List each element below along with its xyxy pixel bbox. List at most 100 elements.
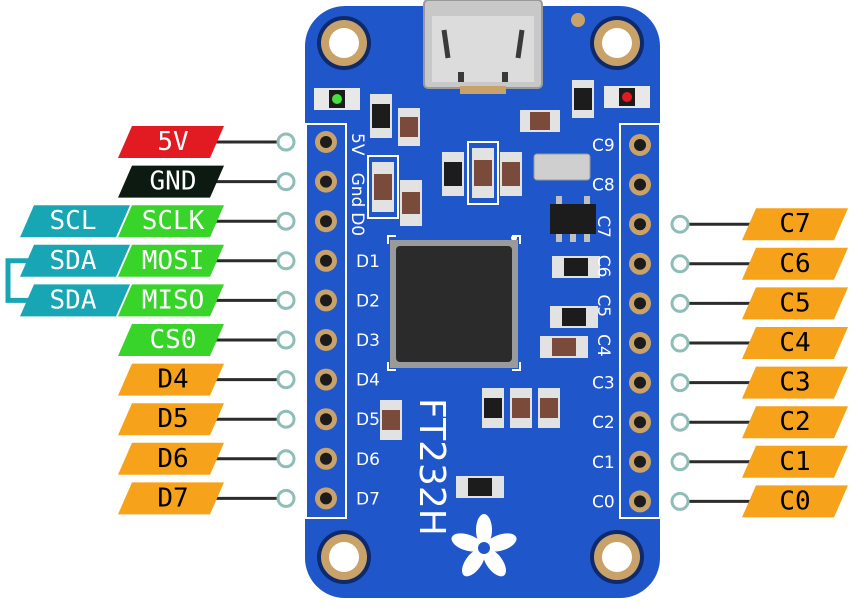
sda-bracket (5, 258, 30, 303)
pin-connector-circle (276, 251, 296, 271)
pin-connector-circle (276, 211, 296, 231)
mounting-hole-top-left (317, 16, 371, 70)
ft232h-chip (387, 235, 521, 371)
pin-connector-circle (276, 449, 296, 469)
pin-silk-label: D6 (356, 450, 380, 470)
pin-silk-label: D2 (356, 291, 380, 311)
header-pad-hole (320, 294, 332, 307)
header-pad-hole (634, 218, 646, 231)
pin-connector-circle (670, 254, 690, 274)
header-pad-hole (634, 455, 646, 468)
pin-label-c4 (742, 327, 848, 359)
pin-label-text: C7 (779, 209, 810, 239)
pcb-board: FT232H (305, 0, 661, 598)
pin-label-secondary-sda (20, 244, 130, 277)
smd-components (367, 80, 600, 498)
pin-connector-circle (276, 290, 296, 310)
pin-label-text: D6 (157, 444, 188, 474)
fiducial (571, 13, 585, 27)
pin-label-text: D5 (157, 404, 188, 434)
pin-silk-label: C9 (592, 136, 615, 156)
header-pad-hole (634, 337, 646, 349)
pin-silk-label: 5V (347, 133, 367, 156)
pin-connector-circle (670, 373, 690, 393)
header-pad-hole (320, 334, 332, 346)
pin-label-text: C5 (779, 288, 810, 318)
pin-silk-label: D0 (347, 212, 367, 236)
pin-label-text: C1 (779, 447, 810, 477)
left-header-outline (305, 123, 347, 519)
pin-label-secondary-text: SDA (50, 285, 97, 315)
header-pad-hole (320, 175, 332, 188)
header-pad-hole (320, 215, 332, 228)
red-led (604, 86, 650, 108)
pin-label-secondary-text: SDA (50, 246, 97, 276)
pin-label-d6 (118, 442, 224, 475)
pin-label-d7 (118, 482, 224, 515)
pin-connector-circle (670, 214, 690, 234)
pin-label-mosi (118, 244, 224, 277)
pins-layer: 5VGndD0D1D2D3D4D5D6D7C9C8C7C6C5C4C3C2C1C… (315, 131, 651, 513)
pin-silk-label: C7 (593, 215, 613, 238)
pin-label-text: 5V (157, 127, 188, 157)
pin-label-text: MOSI (142, 246, 205, 276)
pin-label-text: SCLK (142, 206, 205, 236)
pin-silk-label: C4 (593, 334, 613, 357)
header-pad-hole (634, 495, 646, 508)
pin-connector-circle (670, 333, 690, 353)
pin-label-c5 (742, 287, 848, 320)
labels-layer: 5VGNDSCLKSCLMOSISDAMISOSDACS0D4D5D6D7C7C… (5, 126, 848, 518)
header-pad-hole (320, 413, 332, 426)
mounting-hole-top-right (590, 16, 644, 70)
pin-connector-circle (276, 370, 296, 390)
pin-label-sclk (118, 205, 224, 238)
pin-label-secondary-scl (20, 205, 130, 238)
pin-label-text: C2 (779, 407, 810, 437)
header-pad-hole (634, 178, 646, 191)
pin-label-text: C0 (779, 486, 810, 516)
pin-label-c0 (742, 485, 848, 518)
pin-connector-circle (670, 293, 690, 313)
pin-silk-label: C5 (593, 294, 613, 317)
header-pad-hole (320, 492, 332, 505)
header-pad-hole (320, 373, 332, 386)
pin-label-5v (118, 126, 224, 158)
pin-label-c2 (742, 406, 848, 439)
header-pad-hole (634, 297, 646, 310)
header-pad-hole (634, 257, 646, 270)
pin-connector-circle (670, 491, 690, 511)
pin-label-c7 (742, 208, 848, 241)
pin-label-text: GND (150, 167, 197, 197)
pin-label-miso (118, 284, 224, 317)
header-pad-hole (634, 376, 646, 389)
mounting-hole-bottom-left (317, 530, 371, 584)
pin-silk-label: D4 (356, 371, 380, 391)
pin-silk-label: C3 (592, 374, 615, 394)
pin-silk-label: D1 (356, 252, 380, 272)
header-pad-hole (320, 254, 332, 267)
header-pad-hole (320, 452, 332, 465)
pin-connector-circle (276, 488, 296, 508)
pin-silk-label: C1 (592, 453, 615, 473)
pin-label-text: CS0 (150, 325, 197, 355)
pin-silk-label: C0 (592, 492, 615, 512)
pin-silk-label: D3 (356, 331, 380, 351)
pin-silk-label: D5 (356, 410, 380, 430)
pin-connector-circle (276, 330, 296, 350)
pin-label-text: D4 (157, 365, 188, 395)
header-pad-hole (320, 136, 332, 148)
adafruit-flower-logo (451, 514, 517, 577)
pin-label-cs0 (118, 324, 224, 356)
pin-silk-label: C2 (592, 413, 615, 433)
pin-label-c1 (742, 445, 848, 478)
pin-silk-label: D7 (356, 489, 380, 509)
green-led (314, 88, 360, 110)
pin-label-c3 (742, 366, 848, 399)
pin-silk-label: C6 (593, 255, 613, 278)
pin-silk-label: C8 (592, 176, 615, 196)
pin-connector-circle (276, 409, 296, 429)
pin-label-text: C3 (779, 368, 810, 398)
pin-label-text: C4 (779, 328, 810, 358)
pin-connector-circle (670, 412, 690, 432)
